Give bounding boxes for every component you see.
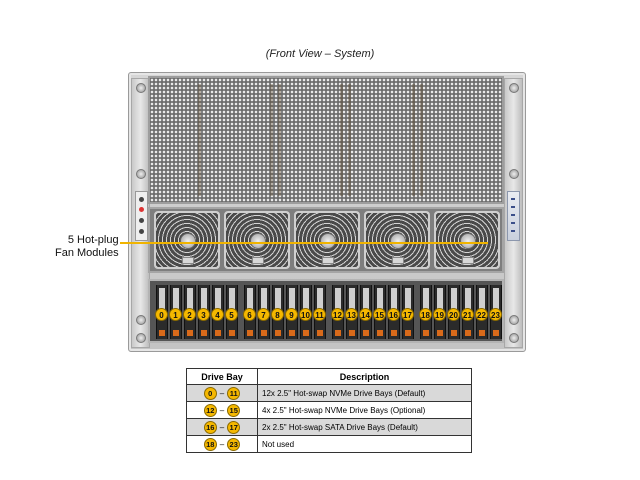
range-dash: – bbox=[219, 405, 225, 415]
gpu-slot-divider bbox=[412, 84, 415, 196]
range-dash: – bbox=[219, 439, 225, 449]
drive-bay-table: Drive Bay Description 0–11 12x 2.5" Hot-… bbox=[186, 368, 472, 453]
drive-bay-number: 9 bbox=[285, 308, 298, 321]
drive-bay-number: 16 bbox=[387, 308, 400, 321]
drive-bay-number: 21 bbox=[461, 308, 474, 321]
table-row: 18–23 Not used bbox=[186, 435, 472, 453]
screw-icon bbox=[509, 83, 519, 93]
row-description: 2x 2.5" Hot-swap SATA Drive Bays (Defaul… bbox=[257, 418, 472, 436]
brand-logo bbox=[507, 191, 520, 241]
fan-latch-icon bbox=[462, 257, 474, 264]
drive-bay-number: 18 bbox=[419, 308, 432, 321]
drive-bay-number: 7 bbox=[257, 308, 270, 321]
fan-hub-icon bbox=[390, 233, 406, 249]
drive-bay-number: 0 bbox=[155, 308, 168, 321]
bay-badge: 18 bbox=[203, 437, 217, 451]
fan-label-line2: Fan Modules bbox=[55, 247, 119, 259]
left-rack-ear bbox=[131, 78, 150, 348]
range-dash: – bbox=[219, 422, 225, 432]
gpu-vent-grille bbox=[148, 76, 504, 204]
fan-module-icon bbox=[224, 211, 290, 269]
bay-badge: 11 bbox=[227, 386, 241, 400]
fan-latch-icon bbox=[182, 257, 194, 264]
drive-bay-number: 12 bbox=[331, 308, 344, 321]
drive-bay-number: 11 bbox=[313, 308, 326, 321]
server-chassis bbox=[128, 72, 526, 352]
fan-module-icon bbox=[434, 211, 500, 269]
drive-bay-number: 5 bbox=[225, 308, 238, 321]
gpu-slot-divider bbox=[420, 84, 423, 196]
fan-latch-icon bbox=[322, 257, 334, 264]
bay-badge: 17 bbox=[227, 420, 241, 434]
gpu-slot-divider bbox=[270, 84, 273, 196]
drive-bay-number: 3 bbox=[197, 308, 210, 321]
fan-hub-icon bbox=[320, 233, 336, 249]
header-description: Description bbox=[257, 368, 472, 385]
screw-icon bbox=[136, 315, 146, 325]
fan-latch-icon bbox=[252, 257, 264, 264]
row-description: 12x 2.5" Hot-swap NVMe Drive Bays (Defau… bbox=[257, 384, 472, 402]
drive-bay-number: 13 bbox=[345, 308, 358, 321]
drive-bay-number: 8 bbox=[271, 308, 284, 321]
drive-bay-number: 17 bbox=[401, 308, 414, 321]
drive-bay-number: 6 bbox=[243, 308, 256, 321]
id-led-icon bbox=[139, 218, 144, 223]
fan-module-icon bbox=[154, 211, 220, 269]
screw-icon bbox=[136, 83, 146, 93]
header-drive-bay: Drive Bay bbox=[186, 368, 258, 385]
table-row: 12–15 4x 2.5" Hot-swap NVMe Drive Bays (… bbox=[186, 401, 472, 419]
screw-icon bbox=[509, 315, 519, 325]
bay-badge: 12 bbox=[203, 403, 217, 417]
drive-bay-number: 22 bbox=[475, 308, 488, 321]
fan-module-icon bbox=[294, 211, 360, 269]
row-description: 4x 2.5" Hot-swap NVMe Drive Bays (Option… bbox=[257, 401, 472, 419]
table-row: 16–17 2x 2.5" Hot-swap SATA Drive Bays (… bbox=[186, 418, 472, 436]
gpu-slot-divider bbox=[278, 84, 281, 196]
drive-bay-number: 23 bbox=[489, 308, 502, 321]
figure-caption: (Front View – System) bbox=[265, 48, 375, 60]
drive-bay-number: 20 bbox=[447, 308, 460, 321]
fan-hub-icon bbox=[180, 233, 196, 249]
drive-bay-number: 14 bbox=[359, 308, 372, 321]
fan-latch-icon bbox=[392, 257, 404, 264]
fan-hub-icon bbox=[250, 233, 266, 249]
gpu-slot-divider bbox=[198, 84, 201, 196]
bay-badge: 15 bbox=[227, 403, 241, 417]
drive-bay-number: 19 bbox=[433, 308, 446, 321]
gpu-slot-divider bbox=[340, 84, 343, 196]
fan-label-line1: 5 Hot-plug bbox=[67, 234, 119, 246]
bay-badge: 16 bbox=[203, 420, 217, 434]
row-description: Not used bbox=[257, 435, 472, 453]
table-row: 0–11 12x 2.5" Hot-swap NVMe Drive Bays (… bbox=[186, 384, 472, 402]
drive-bay-number: 4 bbox=[211, 308, 224, 321]
gpu-slot-divider bbox=[348, 84, 351, 196]
fan-callout-line bbox=[120, 242, 488, 244]
control-panel bbox=[135, 191, 148, 241]
screw-icon bbox=[136, 333, 146, 343]
fan-hub-icon bbox=[460, 233, 476, 249]
power-led-icon bbox=[139, 197, 144, 202]
right-rack-ear bbox=[504, 78, 523, 348]
drive-bay-number: 1 bbox=[169, 308, 182, 321]
reset-button-icon bbox=[139, 229, 144, 234]
drive-bay-number: 10 bbox=[299, 308, 312, 321]
screw-icon bbox=[136, 169, 146, 179]
bay-badge: 23 bbox=[227, 437, 241, 451]
drive-bay-number: 2 bbox=[183, 308, 196, 321]
status-led-icon bbox=[139, 207, 144, 212]
fan-callout-label: 5 Hot-plug Fan Modules bbox=[55, 234, 119, 260]
range-dash: – bbox=[219, 388, 225, 398]
screw-icon bbox=[509, 169, 519, 179]
fan-module-icon bbox=[364, 211, 430, 269]
screw-icon bbox=[509, 333, 519, 343]
drive-bay-number: 15 bbox=[373, 308, 386, 321]
bay-badge: 0 bbox=[203, 386, 217, 400]
fan-tray bbox=[148, 207, 504, 273]
